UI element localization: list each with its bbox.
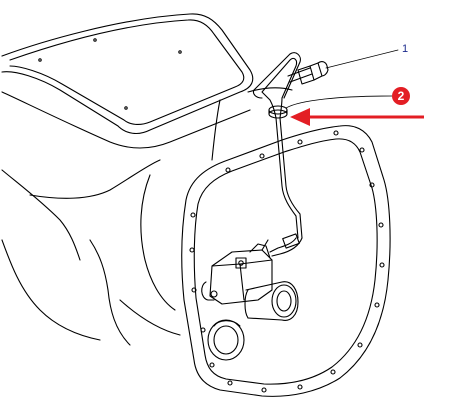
arrow-left-icon: [290, 108, 424, 126]
housing-cover-plate: [1, 13, 254, 135]
housing-body: [1, 87, 293, 346]
lower-opening: [207, 319, 245, 361]
bell-housing-flange: [181, 125, 391, 397]
callout-2-leader: [285, 95, 393, 109]
pipe-clip: [268, 105, 288, 119]
release-bearing-assembly: [201, 239, 299, 321]
pipe-union-fitting: [287, 61, 329, 85]
callout-1-label: 1: [402, 43, 409, 55]
callout-1-leader: [325, 49, 399, 69]
callout-2-badge: 2: [392, 87, 410, 105]
